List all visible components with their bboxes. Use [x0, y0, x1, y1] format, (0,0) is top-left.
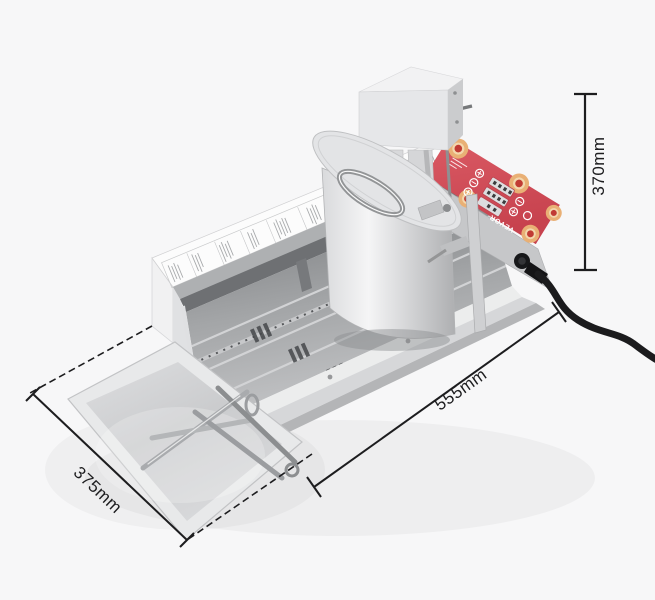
- motor-box-screw: [453, 91, 457, 95]
- dim-label-depth: 555mm: [431, 365, 490, 415]
- panel-caption-lines: [448, 157, 468, 170]
- rod-clamp: [440, 236, 470, 256]
- wing-screw: [427, 248, 447, 264]
- hopper-shadow: [334, 329, 450, 351]
- support-rod: [465, 193, 487, 334]
- dim-depth: [306, 301, 567, 498]
- projection-dash-left: [29, 325, 153, 394]
- tray-floor: [86, 362, 282, 521]
- tongs: [140, 385, 300, 481]
- drip-tray: [67, 341, 303, 541]
- right-support: [417, 193, 487, 334]
- power-knob-center: [518, 257, 526, 265]
- motor-box-top: [358, 66, 464, 93]
- power-cord: [524, 262, 655, 363]
- dim-label-height: 370mm: [589, 136, 608, 195]
- lid-handle-highlight: [338, 170, 404, 216]
- hopper-lid-inner-line: [317, 135, 457, 227]
- motor-box-front: [358, 89, 449, 151]
- dim-width: [25, 386, 195, 548]
- digital-displays: [476, 176, 515, 217]
- dim-height: [574, 92, 597, 272]
- machine-front-face: [215, 297, 536, 450]
- projection-dash-front: [186, 453, 313, 541]
- motor-box-screw2: [455, 120, 459, 124]
- machine-front-bottom-edge: [228, 303, 545, 457]
- motor-box-right: [448, 79, 463, 150]
- panel-buttons: [463, 168, 533, 221]
- lid-clamp: [417, 199, 445, 221]
- dimension-annotations: [25, 92, 597, 548]
- clamp-screw: [443, 204, 451, 212]
- tank-lever: [296, 258, 312, 292]
- cord-cable: [534, 270, 655, 363]
- button-glyphs: [465, 170, 523, 215]
